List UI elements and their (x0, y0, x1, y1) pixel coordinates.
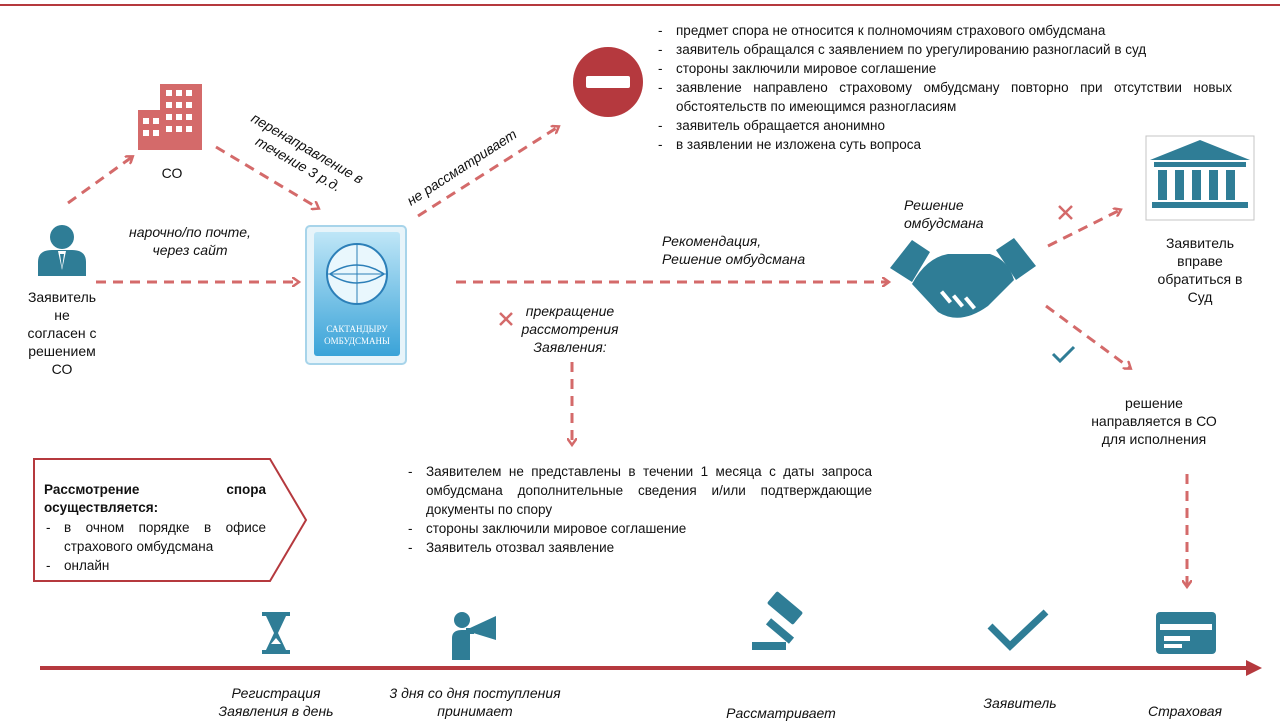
arrow-applicant-to-so (67, 157, 132, 205)
decision-label: Решение омбудсмана (904, 196, 1014, 232)
arrow-decision-to-court (1047, 210, 1120, 248)
applicant-line-5: СО (51, 361, 73, 377)
recommendation-line-2: Решение омбудсмана (662, 251, 806, 267)
reject-reason-item: заявитель обращался с заявлением по урег… (656, 40, 1232, 59)
applicant-line-1: Заявитель (27, 289, 97, 305)
applicant-line-2: не (54, 307, 70, 323)
termination-reason-item: стороны заключили мировое соглашение (406, 519, 872, 538)
cross-mark-court-icon (1058, 205, 1073, 220)
by-hand-label: нарочно/по почте, через сайт (110, 223, 270, 259)
right-court-line-3: обратиться в (1157, 271, 1243, 287)
top-border-line (0, 4, 1280, 6)
by-hand-line-2: через сайт (152, 242, 228, 258)
right-court-line-4: Суд (1187, 289, 1213, 305)
review-box: Рассмотрение спора осуществляется: в очн… (44, 481, 266, 575)
termination-label: прекращение рассмотрения Заявления: (508, 302, 632, 356)
sent-to-so-line-3: для исполнения (1101, 431, 1207, 447)
ombudsman-logo-icon: САКТАНДЫРУ ОМБУДСМАНЫ (305, 225, 407, 365)
logo-text-1: САКТАНДЫРУ (326, 324, 388, 334)
arrow-ombudsman-reject (417, 127, 558, 218)
termination-line-3: Заявления: (533, 339, 607, 355)
so-label: СО (161, 165, 183, 181)
sent-to-so-line-1: решение (1125, 395, 1183, 411)
hourglass-icon (262, 612, 290, 654)
reject-reason-item: предмет спора не относится к полномочиям… (656, 21, 1232, 40)
decision-line-1: Решение (904, 197, 964, 213)
handshake-icon (890, 238, 1036, 318)
applicant-label: Заявитель не согласен с решением СО (14, 288, 110, 378)
right-court-line-2: вправе (1177, 253, 1223, 269)
applicant-line-3: согласен с (27, 325, 97, 341)
reject-reason-item: заявление направлено страховому омбудсма… (656, 78, 1232, 116)
timeline-label-registration: Регистрация Заявления в день (218, 685, 334, 719)
timeline-label-acceptance: 3 дня со дня поступления принимает (389, 685, 561, 719)
review-box-title: Рассмотрение спора осуществляется: (44, 482, 266, 515)
review-box-list: в очном порядке в офисе страхового омбуд… (44, 518, 266, 575)
right-court-line-1: Заявитель (1165, 235, 1235, 251)
reject-reasons-list: предмет спора не относится к полномочиям… (656, 21, 1232, 154)
checkmark-large-icon (987, 609, 1049, 651)
megaphone-person-icon (452, 612, 496, 660)
building-icon (138, 84, 202, 150)
by-hand-line-1: нарочно/по почте, (129, 224, 251, 240)
termination-reason-item: Заявителем не представлены в течении 1 м… (406, 462, 872, 519)
reject-reason-item: заявитель обращается анонимно (656, 116, 1232, 135)
arrow-so-to-ombudsman (215, 145, 318, 208)
timeline-label-review: Рассматривает (726, 705, 836, 721)
termination-line-2: рассмотрения (521, 321, 619, 337)
timeline-label-applicant: Заявитель (983, 695, 1057, 711)
sent-to-so-line-2: направляется в СО (1091, 413, 1217, 429)
card-icon (1156, 612, 1216, 654)
reject-reason-item: в заявлении не изложена суть вопроса (656, 135, 1232, 154)
decision-line-2: омбудсмана (904, 215, 984, 231)
cross-mark-icon (499, 312, 513, 326)
termination-reasons-list: Заявителем не представлены в течении 1 м… (406, 462, 872, 557)
arrow-decision-to-so (1045, 304, 1130, 368)
timeline-arrowhead (1246, 660, 1262, 676)
gavel-icon (752, 591, 803, 650)
logo-text-2: ОМБУДСМАНЫ (324, 336, 390, 346)
right-court-label: Заявитель вправе обратиться в Суд (1140, 234, 1260, 306)
recommendation-line-1: Рекомендация, (662, 233, 762, 249)
stop-icon (573, 47, 643, 117)
sent-to-so-label: решение направляется в СО для исполнения (1074, 394, 1234, 448)
review-box-item: в очном порядке в офисе страхового омбуд… (44, 518, 266, 556)
termination-reason-item: Заявитель отозвал заявление (406, 538, 872, 557)
check-mark-icon (1051, 345, 1076, 364)
recommendation-label: Рекомендация, Решение омбудсмана (662, 232, 862, 268)
person-icon (38, 225, 86, 276)
timeline-label-insurer: Страховая (1147, 703, 1223, 719)
reject-reason-item: стороны заключили мировое соглашение (656, 59, 1232, 78)
termination-line-1: прекращение (525, 303, 615, 319)
review-box-item: онлайн (44, 556, 266, 575)
applicant-line-4: решением (28, 343, 96, 359)
